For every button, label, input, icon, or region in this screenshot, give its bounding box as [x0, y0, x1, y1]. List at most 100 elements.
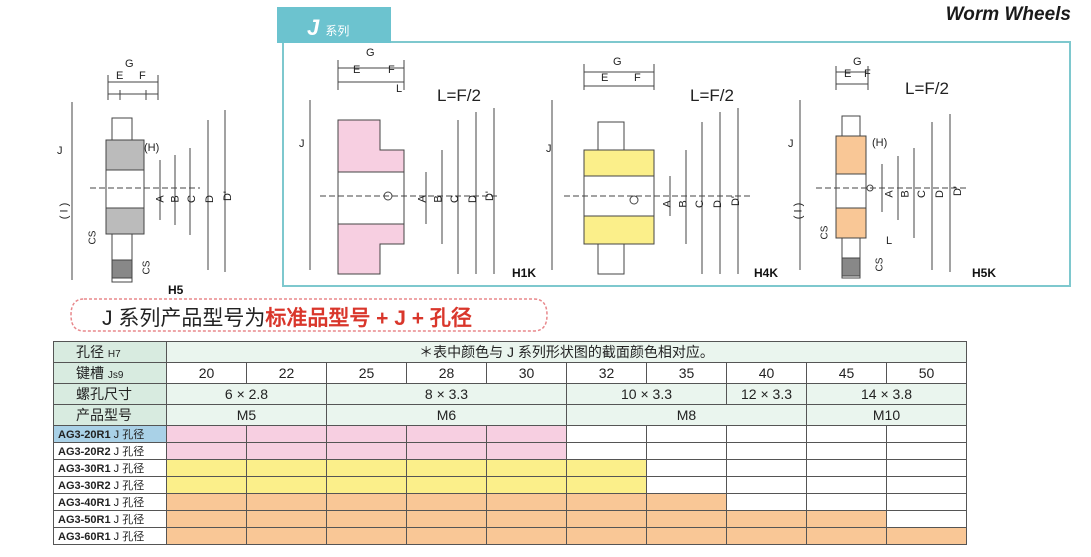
table-row: AG3-60R1 J 孔径 [53, 527, 967, 545]
diagram-h4k-f: F [634, 72, 641, 84]
diagram-h5-g: G [125, 58, 134, 70]
availability-cell [326, 510, 407, 528]
bore-cell: 35 [646, 362, 727, 384]
diagram-h1k-e: E [353, 64, 361, 76]
availability-cell [166, 527, 247, 545]
table-row: AG3-20R1 J 孔径 [53, 425, 967, 443]
availability-cell [326, 527, 407, 545]
table-row: AG3-50R1 J 孔径 [53, 510, 967, 528]
availability-cell [486, 459, 567, 477]
diagram-h5k-j: J [788, 138, 794, 150]
bore-spec-table: 孔径 H7 ＊表中颜色与 J 系列形状图的截面颜色相对应。 键槽 Js9 20 … [53, 341, 967, 545]
diagram-h5k-f: F [864, 68, 871, 80]
availability-cell [806, 510, 887, 528]
bore-cell: 50 [886, 362, 967, 384]
row-header-model: 产品型号 [53, 404, 167, 426]
screw-size-cell: 6 × 2.8 [166, 383, 327, 405]
availability-cell [166, 510, 247, 528]
product-model-cell: AG3-60R1 J 孔径 [53, 527, 167, 545]
j-series-frame [282, 41, 1071, 287]
availability-cell [166, 442, 247, 460]
availability-cell [806, 527, 887, 545]
diagram-h4k-b: B [677, 200, 690, 208]
availability-cell [886, 425, 967, 443]
availability-cell [886, 510, 967, 528]
diagram-h5k-e: E [844, 68, 852, 80]
availability-cell [566, 493, 647, 511]
row-header-bore: 孔径 H7 [53, 341, 167, 363]
banner-prefix: J 系列产品型号为 [102, 307, 266, 330]
availability-cell [166, 425, 247, 443]
availability-cell [486, 527, 567, 545]
diagram-h5k-c: C [915, 190, 928, 198]
diagram-h5k-i: ( I ) [792, 202, 805, 220]
j-series-label: 系列 [325, 24, 350, 38]
table-row: AG3-30R2 J 孔径 [53, 476, 967, 494]
availability-cell [406, 425, 487, 443]
diagram-h5-a: A [154, 195, 167, 203]
j-series-tab: J 系列 [277, 7, 391, 43]
product-model-cell: AG3-20R1 J 孔径 [53, 425, 167, 443]
availability-cell [326, 493, 407, 511]
screw-model-cell: M10 [806, 404, 967, 426]
table-row: AG3-30R1 J 孔径 [53, 459, 967, 477]
availability-cell [886, 459, 967, 477]
diagram-h5k-d: D [933, 190, 946, 198]
availability-cell [406, 459, 487, 477]
availability-cell [806, 493, 887, 511]
availability-cell [246, 510, 327, 528]
availability-cell [406, 527, 487, 545]
availability-cell [246, 425, 327, 443]
diagram-h4k-e: E [601, 72, 609, 84]
screw-size-cell: 10 × 3.3 [566, 383, 727, 405]
diagram-h1k-c: C [448, 195, 461, 203]
availability-cell [886, 493, 967, 511]
diagram-h4k-code: H4K [754, 266, 779, 280]
availability-cell [646, 425, 727, 443]
diagram-h5k-code: H5K [972, 266, 997, 280]
availability-cell [486, 493, 567, 511]
availability-cell [566, 510, 647, 528]
bore-cell: 22 [246, 362, 327, 384]
page-title: Worm Wheels [945, 4, 1071, 25]
bore-cell: 25 [326, 362, 407, 384]
diagram-h5-cs1: CS [87, 230, 99, 245]
screw-model-cell: M6 [326, 404, 567, 426]
diagram-h5-f: F [139, 70, 146, 82]
availability-cell [646, 510, 727, 528]
availability-cell [326, 476, 407, 494]
diagram-h1k-drawing [309, 60, 500, 275]
availability-cell [246, 527, 327, 545]
availability-cell [406, 476, 487, 494]
diagram-h5k-hub: (H) [872, 137, 888, 149]
availability-cell [406, 510, 487, 528]
availability-cell [326, 459, 407, 477]
availability-cell [646, 459, 727, 477]
diagram-h1k-code: H1K [512, 266, 537, 280]
availability-cell [646, 442, 727, 460]
diagram-h5-e: E [116, 70, 124, 82]
product-model-cell: AG3-30R2 J 孔径 [53, 476, 167, 494]
bore-cell: 20 [166, 362, 247, 384]
bore-cell: 32 [566, 362, 647, 384]
diagram-h5-d2: D' [222, 190, 235, 202]
availability-cell [566, 476, 647, 494]
diagram-h4k-d: D [711, 200, 724, 208]
table-row: AG3-20R2 J 孔径 [53, 442, 967, 460]
screw-size-cell: 8 × 3.3 [326, 383, 567, 405]
availability-cell [406, 493, 487, 511]
diagram-h5-cs2: CS [141, 260, 153, 275]
availability-cell [726, 425, 807, 443]
diagram-h4k-drawing [551, 64, 750, 275]
diagram-h5-hub: (H) [144, 142, 160, 154]
diagram-h5-code: H5 [168, 283, 184, 297]
availability-cell [726, 459, 807, 477]
availability-cell [806, 476, 887, 494]
diagram-h5k-cs1: CS [819, 225, 831, 240]
availability-cell [326, 442, 407, 460]
row-header-keyway: 键槽 Js9 [53, 362, 167, 384]
diagram-h5k-l: L [886, 235, 893, 247]
availability-cell [246, 442, 327, 460]
bore-cell: 40 [726, 362, 807, 384]
availability-cell [646, 527, 727, 545]
